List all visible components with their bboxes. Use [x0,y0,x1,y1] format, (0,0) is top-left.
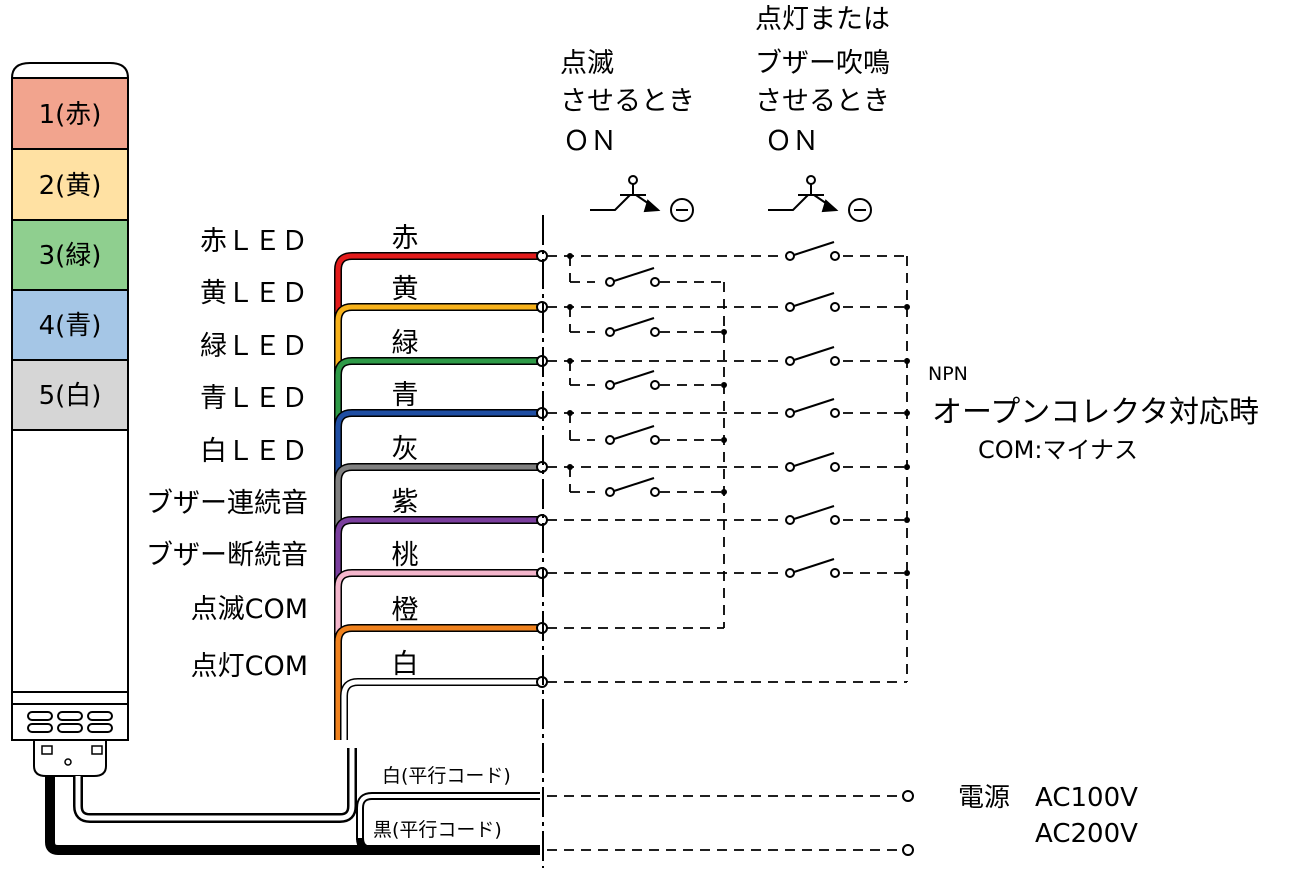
wire-3 [335,358,538,740]
signal-label-white: 白ＬＥＤ [200,436,308,467]
junction-dots [567,253,910,576]
light-switch [785,292,840,312]
light-switch [785,346,840,366]
tier-label-5: 5(白) [39,381,102,411]
wire-1 [335,253,538,740]
white-power-cord [358,794,540,840]
signal-wires [334,250,548,740]
signal-tower [10,62,130,777]
power-cords [45,748,540,855]
blink-switch [605,477,660,497]
light-header-line4: ＯＮ [765,126,819,157]
npn-note-line1: NPN [928,363,968,385]
signal-label-blink-com: 点滅COM [191,594,308,625]
light-switch [785,558,840,578]
signal-label-blue: 青ＬＥＤ [200,383,308,414]
blink-header-line1: 点滅 [560,48,614,79]
wire-color-label: 赤 [392,223,419,254]
tier-1 [11,77,129,150]
wire-color-label: 緑 [392,328,419,359]
light-header-line2: ブザー吹鳴 [755,48,890,79]
white-cord-label: 白(平行コード) [382,765,511,787]
black-cord-label: 黒(平行コード) [373,819,502,841]
transistor-symbol-blink [590,175,694,222]
switch-contacts [605,241,840,578]
blink-switch [605,267,660,287]
vent-slots-icon [27,711,113,733]
wire-outline [334,569,538,740]
wire-2 [335,304,538,740]
signal-label-buzzer-intermittent: ブザー断続音 [146,540,308,571]
light-header-line1: 点灯または [755,4,890,35]
npn-note-line3: COM:マイナス [978,436,1138,464]
light-switch [785,398,840,418]
wire-color-label: 白 [392,649,419,680]
light-switch [785,505,840,525]
tier-2 [11,148,129,221]
signal-label-green: 緑ＬＥＤ [200,331,308,362]
light-switch [785,452,840,472]
blink-switch [605,370,660,390]
blink-header-line2: させるとき [560,86,695,117]
transistor-symbol-light [768,175,872,222]
tier-label-3: 3(緑) [39,241,102,271]
npn-note-line2: オープンコレクタ対応時 [932,395,1259,430]
wire-9 [341,679,538,740]
wire-color-label: 灰 [392,434,419,465]
power-terminal-2 [902,844,914,856]
wire-color-label: 青 [392,380,419,411]
power-label: 電源 [958,783,1010,813]
harness-cable [75,748,355,821]
light-switch [785,241,840,261]
tower-body [11,429,129,693]
wire-outline [334,463,538,740]
wire-color-label: 橙 [392,595,419,626]
signal-label-light-com: 点灯COM [191,651,308,682]
power-ac200: AC200V [1035,819,1138,849]
wire-8 [335,625,538,740]
dashed-circuits [547,255,908,851]
wire-outline [334,252,538,740]
black-power-cord [45,776,540,855]
wire-color-label: 黄 [392,274,419,305]
power-terminal-1 [902,790,914,802]
wire-outline [340,678,538,740]
blink-switch [605,317,660,337]
blink-switch [605,425,660,445]
wire-6 [335,517,538,740]
wire-color-label: 紫 [392,487,419,518]
blink-header-line3: ＯＮ [563,126,617,157]
signal-label-yellow: 黄ＬＥＤ [200,278,308,309]
wire-5 [335,464,538,740]
tower-base-ring [11,691,129,705]
tier-4 [11,289,129,361]
tier-label-2: 2(黄) [39,171,102,201]
power-ac100: AC100V [1035,783,1138,813]
wire-color-label: 桃 [392,540,419,571]
signal-label-red: 赤ＬＥＤ [200,226,308,257]
tower-cap [10,62,130,79]
tier-label-4: 4(青) [39,311,102,341]
tier-label-1: 1(赤) [39,100,102,130]
light-header-line3: させるとき [755,86,890,117]
tower-base [11,703,129,741]
wire-7 [335,570,538,740]
signal-label-buzzer-continuous: ブザー連続音 [146,488,308,519]
wire-4 [335,410,538,740]
